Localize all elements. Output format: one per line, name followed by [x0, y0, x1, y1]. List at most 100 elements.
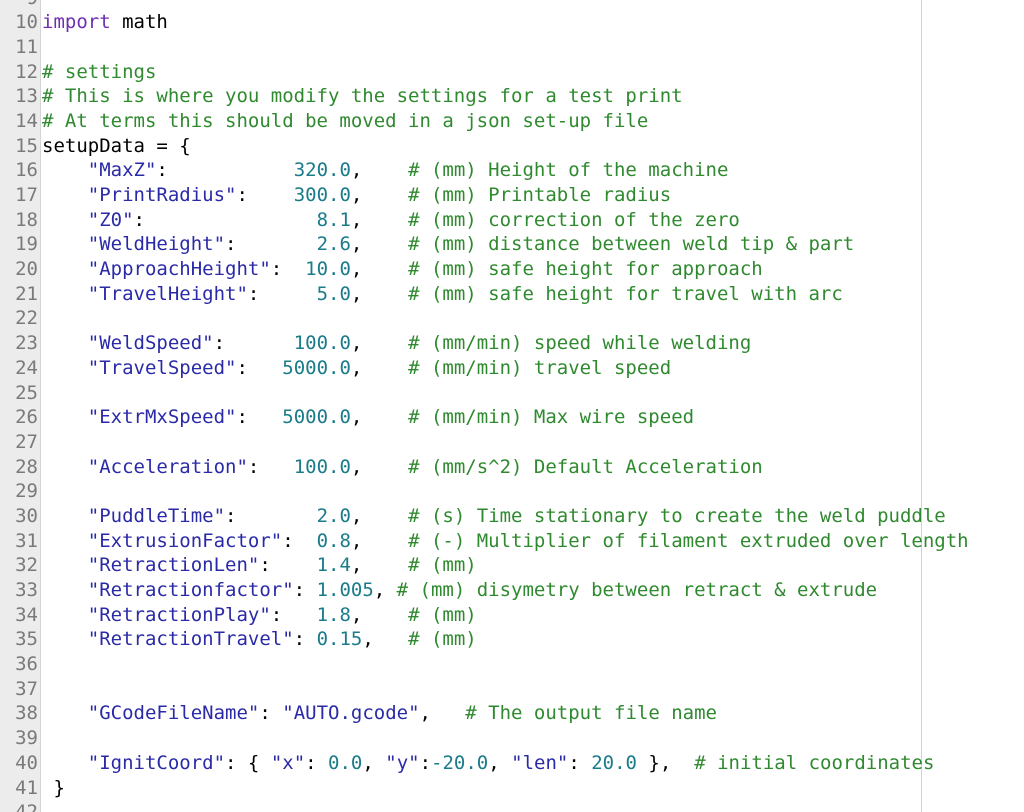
code-line[interactable]: 38 "GCodeFileName": "AUTO.gcode", # The … — [0, 701, 1024, 726]
line-number: 18 — [15, 208, 38, 231]
code-line[interactable]: 24 "TravelSpeed": 5000.0, # (mm/min) tra… — [0, 356, 1024, 381]
code-token-plain — [42, 184, 88, 206]
code-token-string: "ExtrMxSpeed" — [87, 406, 237, 429]
code-token-plain: : { — [225, 751, 271, 774]
code-line[interactable]: 18 "Z0": 8.1, # (mm) correction of the z… — [0, 208, 1024, 233]
code-line[interactable]: 30 "PuddleTime": 2.0, # (s) Time station… — [0, 504, 1024, 529]
code-token-plain: , — [350, 208, 409, 231]
code-token-plain: }, — [636, 751, 695, 774]
code-token-plain — [42, 530, 88, 552]
code-line[interactable]: 37 — [0, 677, 1024, 702]
code-line[interactable]: 22 — [0, 306, 1024, 331]
code-token-number: 320.0 — [293, 159, 351, 182]
code-line[interactable]: 23 "WeldSpeed": 100.0, # (mm/min) speed … — [0, 331, 1024, 356]
code-text: "ApproachHeight": 10.0, # (mm) safe heig… — [42, 257, 763, 282]
code-line[interactable]: 29 — [0, 479, 1024, 504]
line-number: 17 — [15, 184, 38, 206]
line-number: 9 — [0, 0, 38, 10]
code-line[interactable]: 36 — [0, 652, 1024, 677]
code-token-plain: : — [305, 751, 329, 774]
line-number: 41 — [15, 776, 38, 799]
code-line[interactable]: 14# At terms this should be moved in a j… — [0, 109, 1024, 134]
code-line[interactable]: 11 — [0, 35, 1024, 60]
code-text: "PrintRadius": 300.0, # (mm) Printable r… — [42, 183, 671, 208]
code-token-plain: , — [488, 751, 512, 774]
line-number: 37 — [15, 677, 38, 700]
code-token-plain: , — [350, 406, 409, 429]
code-line[interactable]: 42 — [0, 800, 1024, 812]
code-token-plain — [42, 456, 88, 478]
line-number: 27 — [15, 430, 38, 453]
code-line[interactable]: 32 "RetractionLen": 1.4, # (mm) — [0, 553, 1024, 578]
line-number: 24 — [15, 356, 38, 379]
code-token-plain: } — [42, 776, 65, 799]
code-line[interactable]: 27 — [0, 430, 1024, 455]
code-token-comment: # settings — [42, 60, 157, 83]
code-line[interactable]: 39 — [0, 726, 1024, 751]
code-token-plain: : — [568, 751, 592, 774]
code-token-comment: # (mm) safe height for approach — [408, 258, 763, 281]
code-text: "IgnitCoord": { "x": 0.0, "y":-20.0, "le… — [42, 751, 935, 776]
code-token-string: "RetractionTravel" — [87, 628, 294, 651]
line-number: 20 — [15, 258, 38, 281]
code-token-plain: : — [270, 603, 317, 626]
code-token-string: "MaxZ" — [87, 159, 157, 182]
code-text: "TravelSpeed": 5000.0, # (mm/min) travel… — [42, 356, 671, 381]
code-line[interactable]: 12# settings — [0, 60, 1024, 85]
code-line[interactable]: 26 "ExtrMxSpeed": 5000.0, # (mm/min) Max… — [0, 405, 1024, 430]
line-number: 32 — [15, 554, 38, 577]
code-token-number: 1.8 — [316, 603, 351, 626]
code-line[interactable]: 16 "MaxZ": 320.0, # (mm) Height of the m… — [0, 158, 1024, 183]
code-token-string: "Acceleration" — [87, 455, 248, 478]
line-number: 39 — [15, 727, 38, 750]
code-token-plain: : — [259, 554, 317, 577]
code-line[interactable]: 13# This is where you modify the setting… — [0, 84, 1024, 109]
code-token-comment: # (mm/s^2) Default Acceleration — [408, 455, 763, 478]
code-line[interactable]: 35 "RetractionTravel": 0.15, # (mm) — [0, 627, 1024, 652]
code-line[interactable]: 21 "TravelHeight": 5.0, # (mm) safe heig… — [0, 282, 1024, 307]
code-text: # At terms this should be moved in a jso… — [42, 109, 648, 134]
code-line[interactable]: 31 "ExtrusionFactor": 0.8, # (-) Multipl… — [0, 529, 1024, 554]
code-line[interactable]: 28 "Acceleration": 100.0, # (mm/s^2) Def… — [0, 455, 1024, 480]
code-token-plain — [42, 579, 88, 601]
code-line[interactable]: 34 "RetractionPlay": 1.8, # (mm) — [0, 603, 1024, 628]
code-token-comment: # (s) Time stationary to create the weld… — [408, 504, 946, 527]
code-line[interactable]: 20 "ApproachHeight": 10.0, # (mm) safe h… — [0, 257, 1024, 282]
code-token-plain: , — [350, 504, 409, 527]
code-line[interactable]: 19 "WeldHeight": 2.6, # (mm) distance be… — [0, 232, 1024, 257]
code-token-plain: , — [362, 628, 409, 651]
code-line[interactable]: 33 "Retractionfactor": 1.005, # (mm) dis… — [0, 578, 1024, 603]
code-token-plain — [42, 233, 88, 255]
code-token-string: "PrintRadius" — [87, 184, 237, 206]
code-token-plain — [42, 702, 88, 724]
code-text: "ExtrusionFactor": 0.8, # (-) Multiplier… — [42, 529, 969, 554]
code-text: # settings — [42, 60, 156, 85]
code-token-number: 1.005 — [316, 579, 374, 601]
code-line[interactable]: 41 } — [0, 776, 1024, 801]
code-token-comment: # (mm) — [408, 628, 477, 651]
code-text: "TravelHeight": 5.0, # (mm) safe height … — [42, 282, 843, 307]
code-token-plain — [42, 406, 88, 428]
code-token-comment: # At terms this should be moved in a jso… — [42, 109, 649, 132]
code-text: "GCodeFileName": "AUTO.gcode", # The out… — [42, 701, 717, 726]
code-line[interactable]: 9 — [0, 0, 1024, 10]
code-token-number: 20.0 — [591, 751, 637, 774]
code-text: import math — [42, 10, 168, 35]
code-token-plain: , — [419, 702, 466, 725]
code-token-number: 0.8 — [316, 529, 351, 552]
code-text: "ExtrMxSpeed": 5000.0, # (mm/min) Max wi… — [42, 405, 694, 430]
code-token-plain: , — [350, 184, 409, 206]
code-token-string: "ExtrusionFactor" — [87, 529, 283, 552]
code-line[interactable]: 17 "PrintRadius": 300.0, # (mm) Printabl… — [0, 183, 1024, 208]
code-line[interactable]: 25 — [0, 381, 1024, 406]
code-token-plain: : — [270, 258, 306, 281]
code-token-number: 5000.0 — [282, 356, 351, 379]
code-token-string: "RetractionLen" — [87, 554, 260, 577]
code-token-string: "Retractionfactor" — [87, 579, 294, 601]
code-line[interactable]: 40 "IgnitCoord": { "x": 0.0, "y":-20.0, … — [0, 751, 1024, 776]
code-token-plain: : — [247, 282, 317, 305]
